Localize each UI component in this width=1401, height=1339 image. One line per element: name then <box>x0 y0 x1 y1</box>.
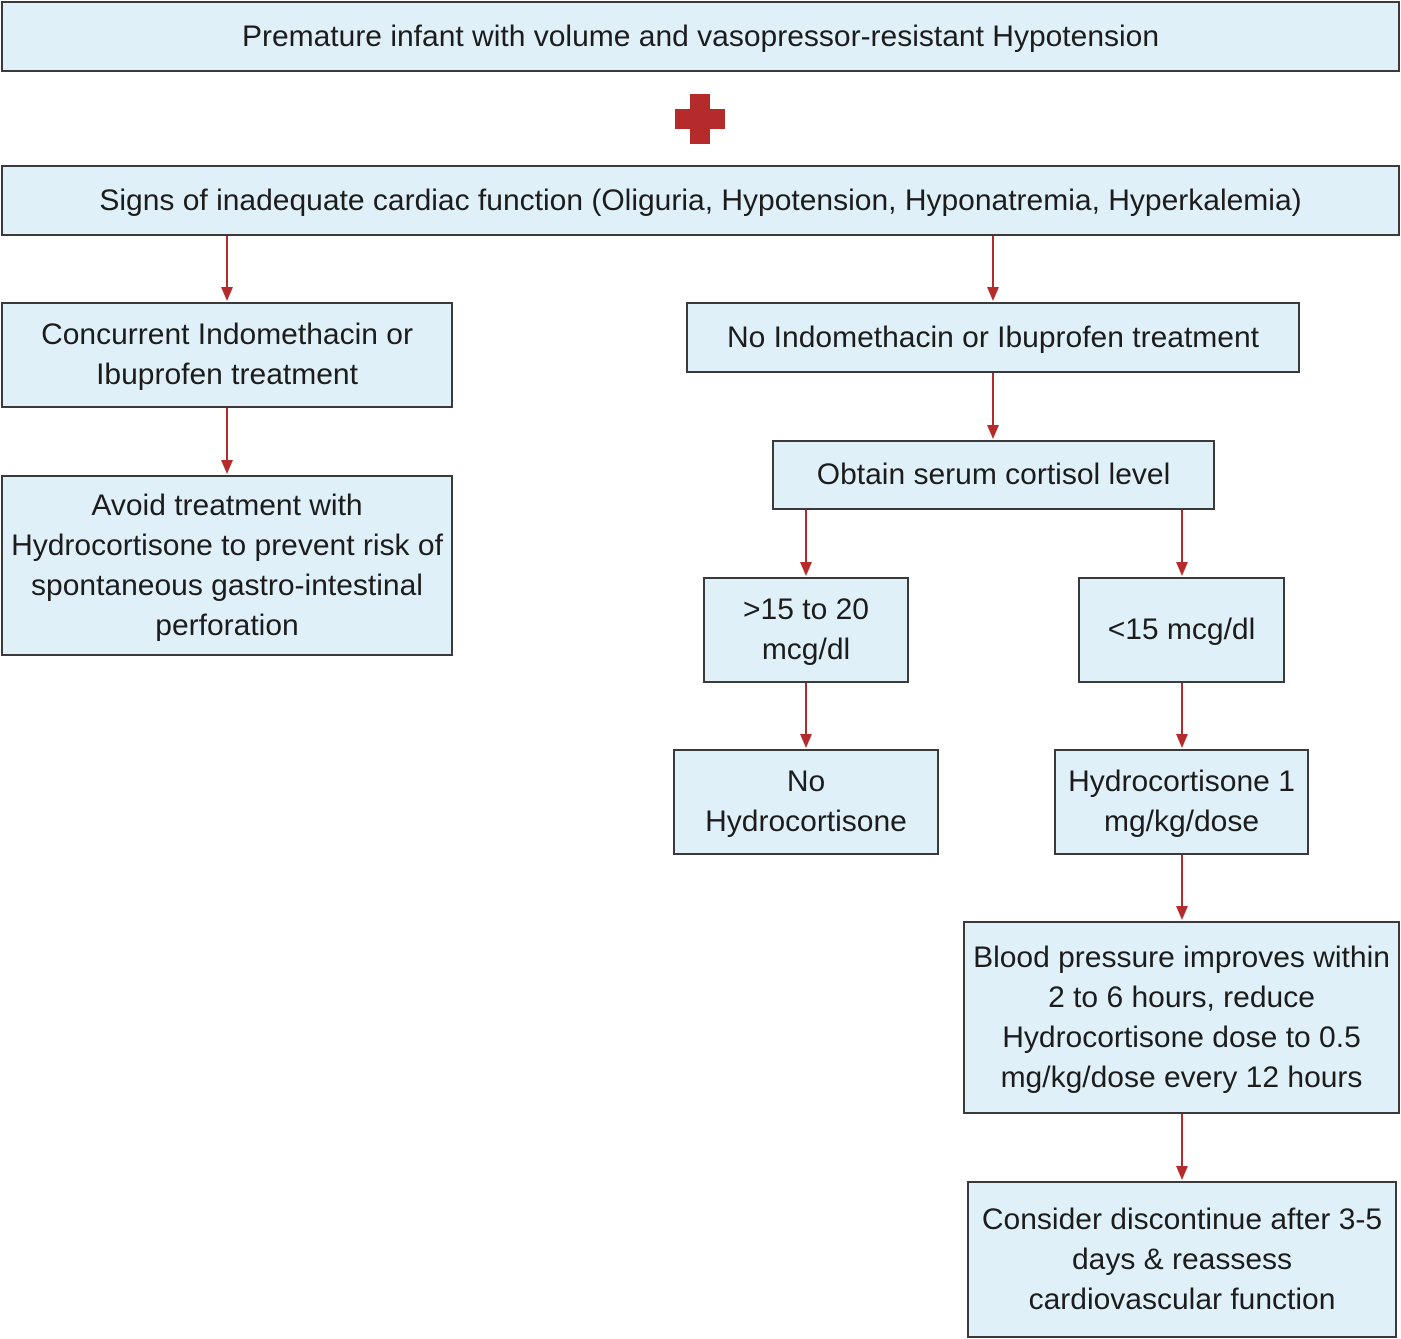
arrowhead <box>1176 1166 1188 1180</box>
node-obtain: Obtain serum cortisol level <box>772 440 1215 510</box>
node-avoid-text: Avoid treatment with Hydrocortisone to p… <box>11 488 443 642</box>
node-obtain-text: Obtain serum cortisol level <box>816 458 1171 491</box>
arrowhead <box>800 734 812 748</box>
node-consider-text: Consider discontinue after 3-5 days & re… <box>981 1202 1383 1316</box>
node-consider: Consider discontinue after 3-5 days & re… <box>967 1181 1397 1338</box>
node-avoid: Avoid treatment with Hydrocortisone to p… <box>1 475 453 656</box>
plus-icon <box>675 94 725 144</box>
arrowhead <box>800 562 812 576</box>
node-low-text: <15 mcg/dl <box>1107 613 1256 646</box>
arrowhead <box>987 287 999 301</box>
node-no-hydrocortisone-text: No Hydrocortisone <box>705 765 907 838</box>
arrowhead <box>1176 906 1188 920</box>
node-top-text: Premature infant with volume and vasopre… <box>241 19 1160 53</box>
node-blood-pressure-text: Blood pressure improves within 2 to 6 ho… <box>973 940 1390 1094</box>
arrowhead <box>1176 562 1188 576</box>
arrowhead <box>987 425 999 439</box>
node-signs-text: Signs of inadequate cardiac function (Ol… <box>99 183 1302 217</box>
node-no-indo: No Indomethacin or Ibuprofen treatment <box>686 302 1300 373</box>
node-hydrocortisone-dose-text: Hydrocortisone 1 mg/kg/dose <box>1068 765 1295 838</box>
arrowhead <box>221 460 233 474</box>
node-high: >15 to 20 mcg/dl <box>703 577 909 683</box>
node-concurrent-text: Concurrent Indomethacin or Ibuprofen tre… <box>41 318 413 391</box>
node-concurrent: Concurrent Indomethacin or Ibuprofen tre… <box>1 302 453 408</box>
arrowhead <box>221 287 233 301</box>
node-top: Premature infant with volume and vasopre… <box>1 1 1400 72</box>
node-low: <15 mcg/dl <box>1078 577 1285 683</box>
node-blood-pressure: Blood pressure improves within 2 to 6 ho… <box>963 921 1400 1114</box>
node-high-text: >15 to 20 mcg/dl <box>743 593 869 666</box>
node-signs: Signs of inadequate cardiac function (Ol… <box>1 165 1400 236</box>
arrowhead <box>1176 734 1188 748</box>
node-no-hydrocortisone: No Hydrocortisone <box>673 749 939 855</box>
node-hydrocortisone-dose: Hydrocortisone 1 mg/kg/dose <box>1054 749 1309 855</box>
node-no-indo-text: No Indomethacin or Ibuprofen treatment <box>727 320 1259 354</box>
